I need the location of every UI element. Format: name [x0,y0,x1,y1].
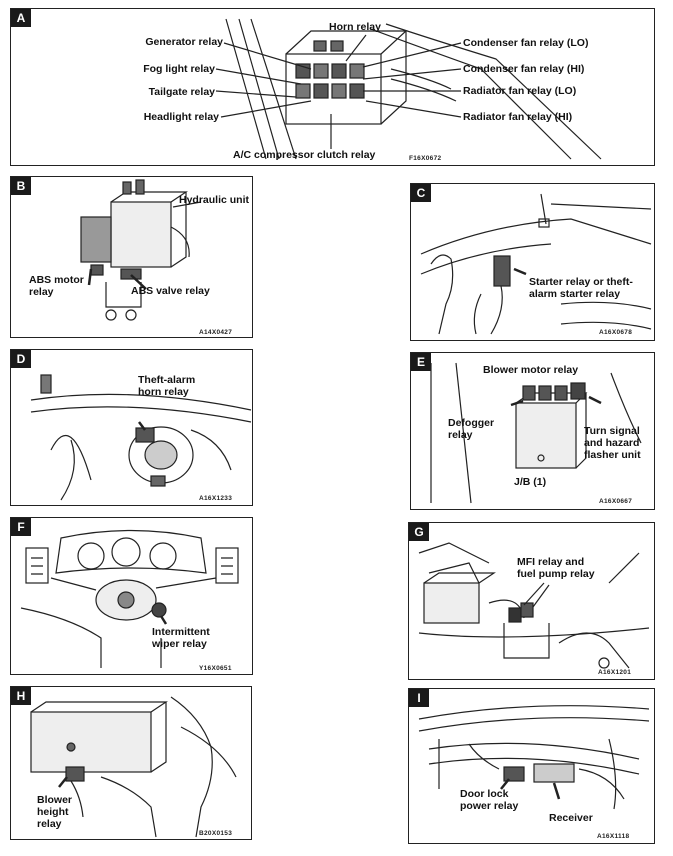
figure-code: A16X0678 [599,329,633,336]
panel-tag: G [409,523,429,541]
receiver-label: Receiver [549,812,593,824]
starter-relay-illustration [420,193,652,335]
panel-c: C Starter relay or theft- alarm starter … [410,183,655,341]
panel-tag: B [11,177,31,195]
engine-compartment-relay-box-illustration [215,18,602,160]
panel-d: D Theft-alarm horn relay A16X1233 [10,349,253,506]
radiator-fan-relay-lo-label: Radiator fan relay (LO) [463,85,577,97]
fog-light-relay-label: Fog light relay [143,63,215,75]
mfi-fuel-pump-relay-label: MFI relay and fuel pump relay [517,556,595,580]
figure-code: F16X0672 [409,155,442,162]
panel-g: G MFI relay and fuel pump relay A16X1201 [408,522,655,680]
door-lock-receiver-illustration [418,705,650,810]
panel-tag: H [11,687,31,705]
turn-signal-hazard-flasher-label: Turn signal and hazard flasher unit [584,425,641,461]
blower-motor-relay-label: Blower motor relay [483,364,579,376]
blower-height-relay-label: Blower height relay [37,794,73,830]
abs-motor-relay-label: ABS motor relay [29,274,84,298]
tailgate-relay-label: Tailgate relay [148,86,215,98]
blower-height-relay-illustration [30,696,237,838]
theft-alarm-horn-relay-illustration [30,374,252,501]
panel-e: E Blower motor relay Defogger relay Turn… [410,352,655,510]
headlight-relay-label: Headlight relay [143,111,219,123]
panel-b: B Hydraulic unit ABS motor relay ABS val… [10,176,253,338]
panel-tag: A [11,9,31,27]
panel-tag: I [409,689,429,707]
generator-relay-label: Generator relay [145,36,223,48]
figure-code: A16X0667 [599,498,633,505]
theft-alarm-horn-relay-label: Theft-alarm horn relay [138,374,196,398]
intermittent-wiper-relay-label: Intermittent wiper relay [152,626,210,650]
radiator-fan-relay-hi-label: Radiator fan relay (HI) [463,111,573,123]
defogger-relay-label: Defogger relay [448,417,495,441]
panel-tag: C [411,184,431,202]
figure-code: B20X0153 [199,830,233,837]
panel-f: F Intermittent wiper relay Y16X0651 [10,517,253,675]
hydraulic-unit-label: Hydraulic unit [179,194,250,206]
figure-code: A16X1118 [597,833,630,840]
condenser-fan-relay-lo-label: Condenser fan relay (LO) [463,37,589,49]
abs-hydraulic-unit-illustration [80,179,202,321]
figure-code: A16X1201 [598,669,632,676]
mfi-fuel-pump-relay-illustration [418,542,650,669]
panel-tag: D [11,350,31,368]
figure-code: A16X1233 [199,495,233,502]
panel-i: I Door lock power relay Receiver A16X111… [408,688,655,844]
abs-valve-relay-label: ABS valve relay [131,285,210,297]
door-lock-power-relay-label: Door lock power relay [460,788,519,812]
figure-code: Y16X0651 [199,665,232,672]
panel-h: H Blower height relay B20X0153 [10,686,252,840]
instrument-panel-illustration [20,529,239,668]
panel-tag: F [11,518,31,536]
panel-a: A Generator relay Fog light relay Tailga… [10,8,655,166]
horn-relay-label: Horn relay [329,21,381,33]
figure-code: A14X0427 [199,329,233,336]
condenser-fan-relay-hi-label: Condenser fan relay (HI) [463,63,585,75]
junction-block-label: J/B (1) [514,476,547,488]
starter-relay-label: Starter relay or theft- alarm starter re… [529,276,633,300]
ac-compressor-clutch-relay-label: A/C compressor clutch relay [233,149,376,161]
junction-block-illustration [430,362,642,504]
panel-tag: E [411,353,431,371]
